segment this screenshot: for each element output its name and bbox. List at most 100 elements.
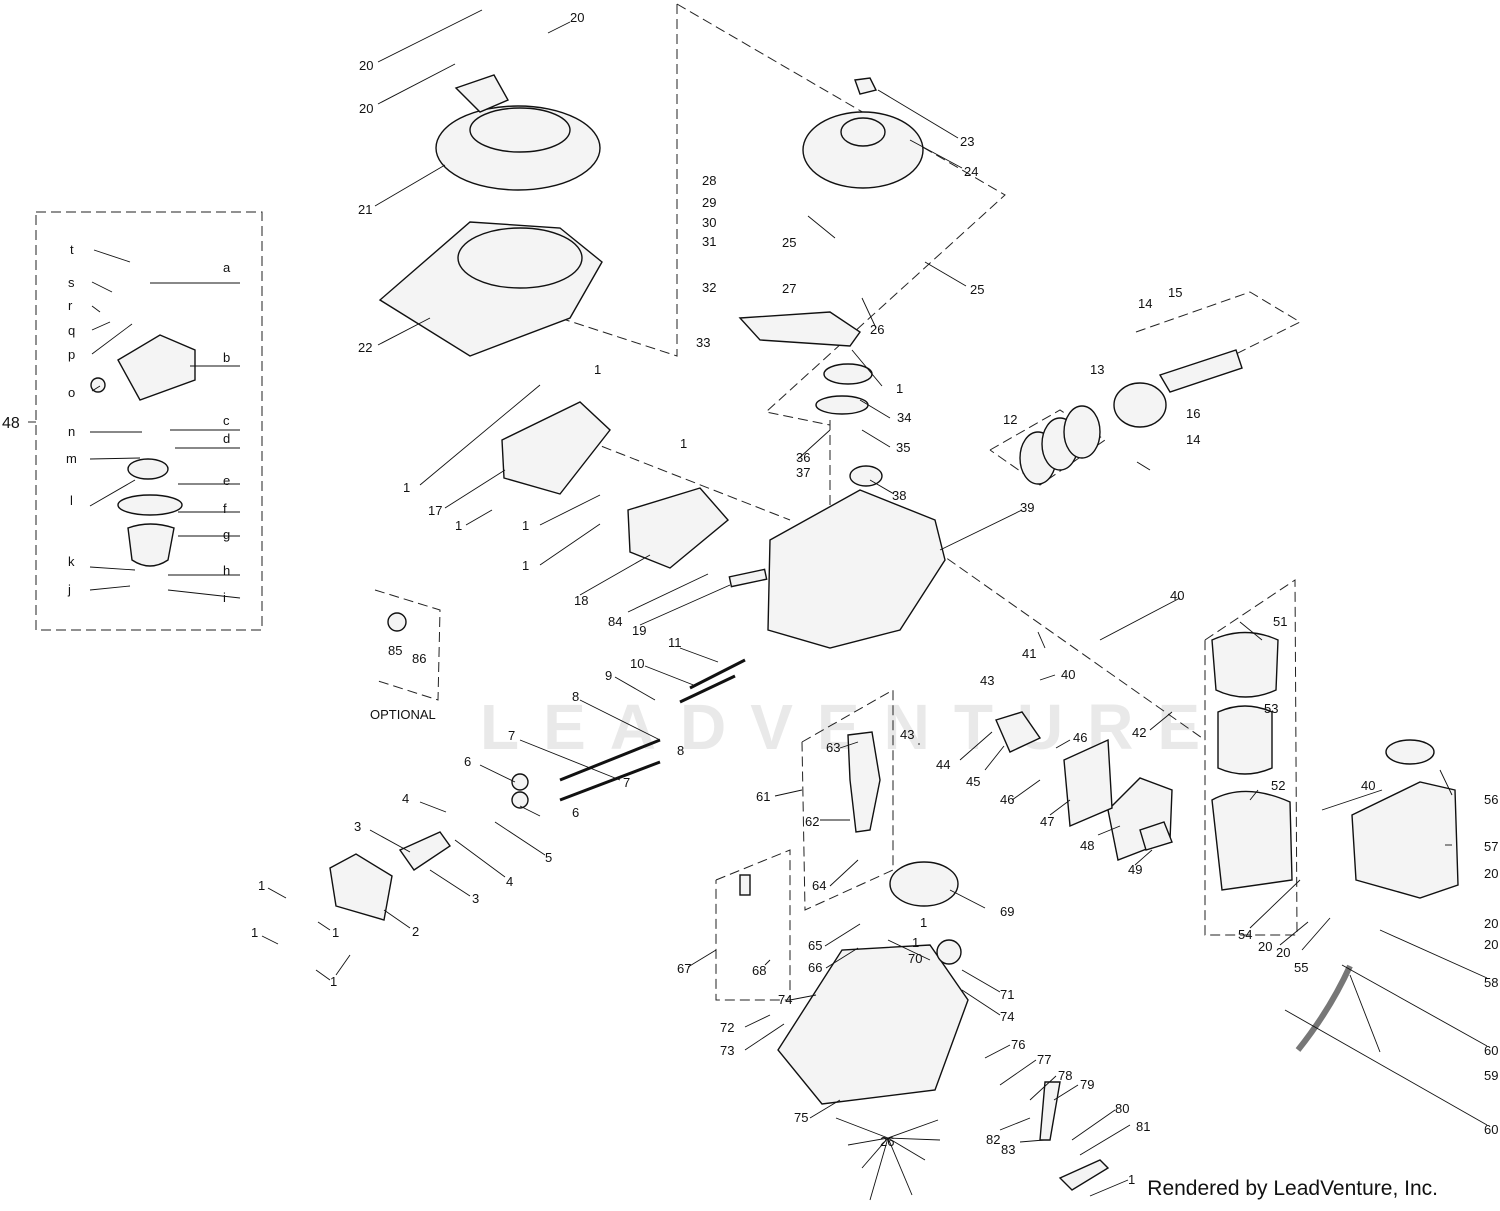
fuel-tank bbox=[1351, 781, 1459, 899]
callout-label: 1 bbox=[403, 480, 410, 495]
callout-label: 8 bbox=[677, 743, 684, 758]
callout-label: 45 bbox=[966, 774, 980, 789]
callout-label: 56 bbox=[1484, 792, 1498, 807]
callout-label: 35 bbox=[896, 440, 910, 455]
carb-body-detail bbox=[117, 334, 196, 401]
callout-label: 40 bbox=[1361, 778, 1375, 793]
callout-label: 74 bbox=[778, 992, 792, 1007]
callout-label: 53 bbox=[1264, 701, 1278, 716]
callout-label: 6 bbox=[572, 805, 579, 820]
callout-label: 67 bbox=[677, 961, 691, 976]
callout-label: 24 bbox=[964, 164, 978, 179]
callout-label: c bbox=[223, 413, 230, 428]
callout-label: 11 bbox=[668, 635, 682, 650]
callout-label: 57 bbox=[1484, 839, 1498, 854]
callout-label: j bbox=[67, 582, 71, 597]
callout-label: 30 bbox=[702, 215, 716, 230]
air-filter-element bbox=[1217, 705, 1273, 775]
callout-label: 41 bbox=[1022, 646, 1036, 661]
callout-label: 44 bbox=[936, 757, 950, 772]
callout-label: 20 bbox=[1484, 937, 1498, 952]
callout-label: 2 bbox=[412, 924, 419, 939]
callout-label: 1 bbox=[594, 362, 601, 377]
optional-screen bbox=[387, 612, 407, 632]
callout-label: 1 bbox=[522, 518, 529, 533]
callout-label: 18 bbox=[574, 593, 588, 608]
air-filter-base bbox=[1211, 790, 1293, 891]
callout-label: 1 bbox=[522, 558, 529, 573]
callout-label: 1 bbox=[258, 878, 265, 893]
piston-ring bbox=[1063, 405, 1101, 459]
callout-label: 48 bbox=[2, 415, 20, 432]
callout-label: 55 bbox=[1294, 960, 1308, 975]
oil-seal-38 bbox=[849, 465, 883, 487]
callout-label: 25 bbox=[970, 282, 984, 297]
fuel-cap bbox=[1385, 739, 1435, 765]
callout-label: 86 bbox=[412, 651, 426, 666]
flywheel-nut bbox=[854, 77, 878, 95]
valve bbox=[689, 658, 746, 690]
callout-label: 22 bbox=[358, 340, 372, 355]
centerline bbox=[559, 429, 791, 521]
callout-label: 61 bbox=[756, 789, 770, 804]
callout-label: 69 bbox=[1000, 904, 1014, 919]
heat-shield bbox=[1063, 738, 1113, 828]
callout-label: 31 bbox=[702, 234, 716, 249]
linkage-bracket bbox=[1058, 1159, 1110, 1191]
callout-label: 66 bbox=[808, 960, 822, 975]
oil-sensor bbox=[739, 874, 751, 896]
callout-label: 34 bbox=[897, 410, 911, 425]
gasket-35 bbox=[815, 395, 869, 415]
shroud-group-outline bbox=[559, 4, 678, 357]
callout-label: 16 bbox=[1186, 406, 1200, 421]
parts bbox=[90, 74, 1459, 1191]
callout-label: 27 bbox=[782, 281, 796, 296]
callout-label: 1 bbox=[455, 518, 462, 533]
spark-plug bbox=[728, 568, 768, 588]
air-filter-group-outline bbox=[1204, 579, 1298, 936]
callout-label: 78 bbox=[1058, 1068, 1072, 1083]
callout-label: t bbox=[70, 242, 74, 257]
callout-label: 73 bbox=[720, 1043, 734, 1058]
callout-labels: 20 20 20 21 22 23 24 28 29 30 31 25 25 3… bbox=[2, 10, 1498, 1187]
flywheel bbox=[802, 111, 924, 189]
blower-group-outline bbox=[676, 3, 1006, 426]
callout-label: 62 bbox=[805, 814, 819, 829]
callout-label: 40 bbox=[1061, 667, 1075, 682]
callout-label: 20 bbox=[570, 10, 584, 25]
callout-label: 39 bbox=[1020, 500, 1034, 515]
callout-label: o bbox=[68, 385, 75, 400]
callout-label: a bbox=[223, 260, 231, 275]
callout-label: 1 bbox=[1128, 1172, 1135, 1187]
callout-label: 49 bbox=[1128, 862, 1142, 877]
callout-label: 38 bbox=[892, 488, 906, 503]
callout-label: 52 bbox=[1271, 778, 1285, 793]
crankcase-sump bbox=[777, 944, 969, 1105]
valve bbox=[679, 674, 736, 704]
rocker-arm-3 bbox=[398, 831, 451, 871]
callout-label: s bbox=[68, 275, 75, 290]
fuel-line bbox=[1295, 964, 1353, 1052]
valve-spring bbox=[511, 791, 529, 809]
callout-label: 60 bbox=[1484, 1122, 1498, 1137]
callout-label: 63 bbox=[826, 740, 840, 755]
leader-lines bbox=[28, 9, 1488, 1201]
callout-label: g bbox=[223, 527, 230, 542]
callout-label: 58 bbox=[1484, 975, 1498, 990]
governor-gear bbox=[936, 939, 962, 965]
callout-label: 72 bbox=[720, 1020, 734, 1035]
callout-label: 3 bbox=[354, 819, 361, 834]
callout-label: 84 bbox=[608, 614, 622, 629]
connecting-rod bbox=[1158, 349, 1243, 393]
recoil-starter bbox=[435, 74, 601, 191]
valve-spring bbox=[511, 773, 529, 791]
callout-label: k bbox=[68, 554, 75, 569]
callout-label: 65 bbox=[808, 938, 822, 953]
carburetor bbox=[1107, 777, 1173, 861]
callout-label: n bbox=[68, 424, 75, 439]
callout-label: 6 bbox=[464, 754, 471, 769]
callout-label: 20 bbox=[1258, 939, 1272, 954]
callout-label: r bbox=[68, 298, 73, 313]
callout-label: 81 bbox=[1136, 1119, 1150, 1134]
